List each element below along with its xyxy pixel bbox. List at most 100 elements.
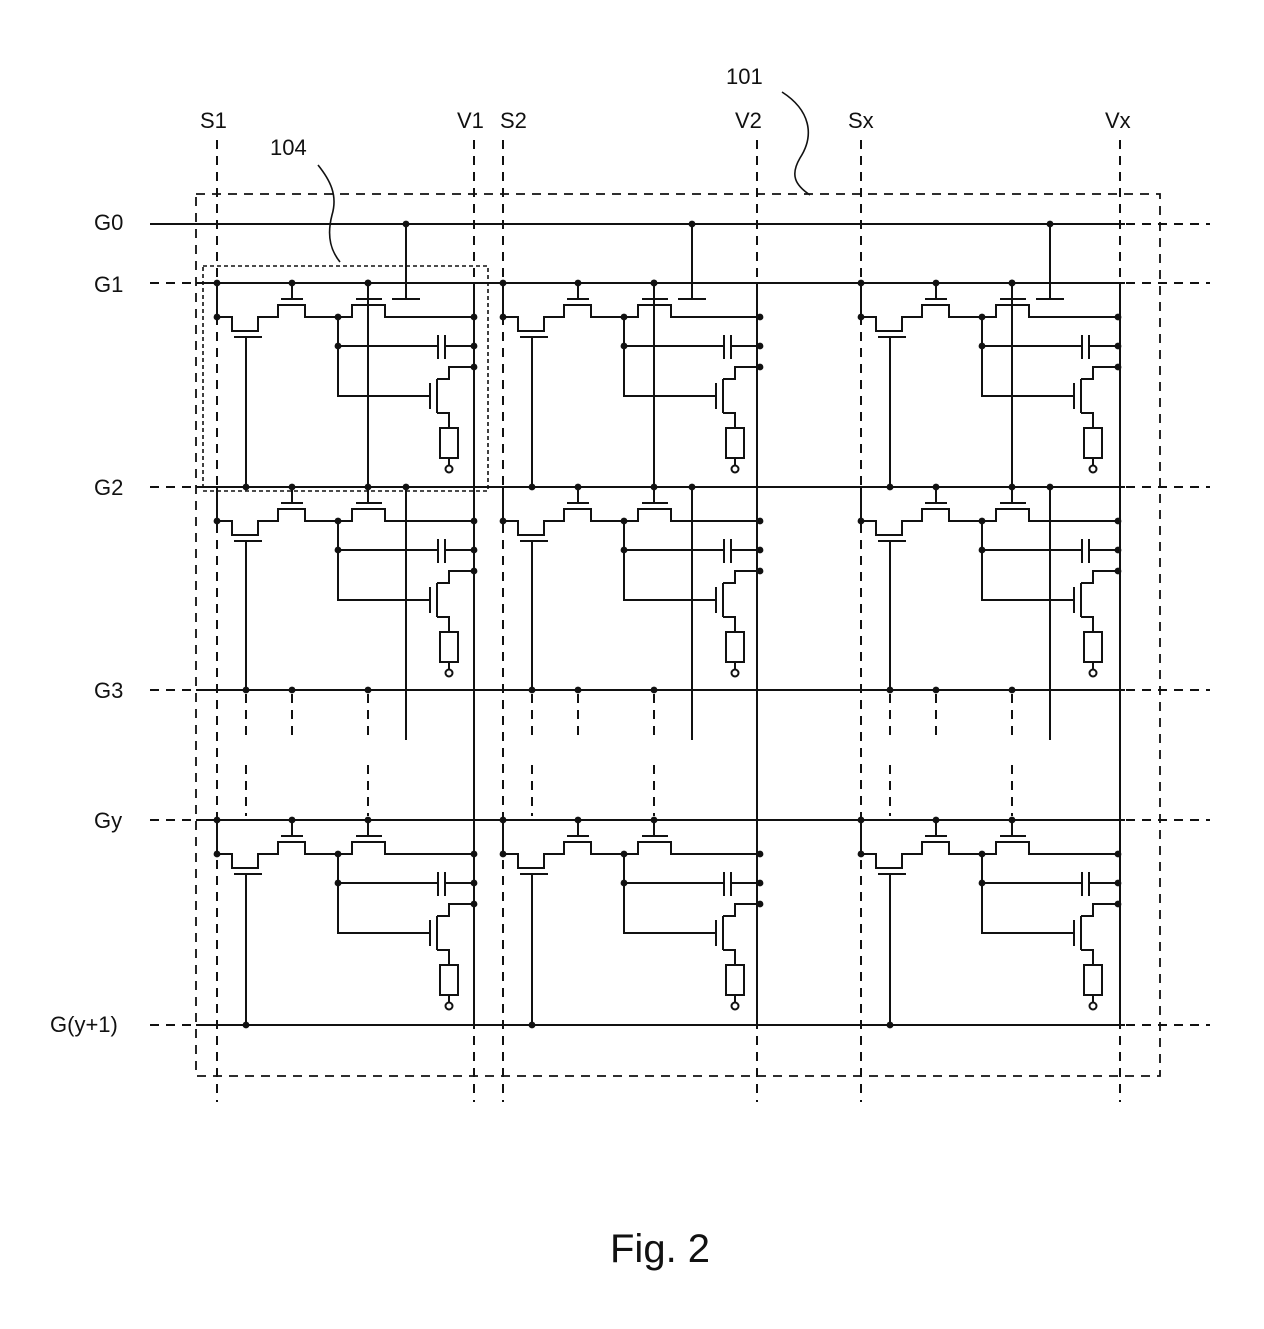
junction-dot — [621, 851, 628, 858]
ground-terminal — [1090, 466, 1097, 473]
wire-68 — [624, 317, 716, 396]
wire-25 — [338, 521, 430, 600]
wire-7 — [338, 317, 430, 396]
junction-dot — [979, 518, 986, 525]
junction-dot — [1009, 484, 1016, 491]
junction-dot — [471, 851, 478, 858]
circuit-wiring — [150, 140, 1210, 1102]
junction-dot — [858, 280, 865, 287]
gate-line-label-g0: G0 — [94, 210, 123, 235]
wire-33 — [437, 617, 449, 632]
wire-101 — [624, 842, 760, 854]
junction-dot — [365, 817, 372, 824]
wire-75 — [723, 367, 760, 379]
gate-line-label-gy1: G(y+1) — [50, 1012, 118, 1037]
junction-dot — [757, 851, 764, 858]
wire-15 — [437, 413, 449, 428]
junction-dot — [471, 314, 478, 321]
junction-dot — [621, 314, 628, 321]
junction-dot — [575, 484, 582, 491]
junction-dot — [471, 518, 478, 525]
junction-dot — [1115, 880, 1122, 887]
wire-43 — [338, 854, 430, 933]
ground-terminal — [446, 466, 453, 473]
junction-dot — [335, 343, 342, 350]
junction-dot — [858, 518, 865, 525]
junction-dot — [575, 280, 582, 287]
wire-158 — [861, 842, 982, 868]
junction-dot — [933, 817, 940, 824]
light-emitting-element — [726, 428, 744, 458]
junction-dot — [365, 484, 372, 491]
gate-line-label-g1: G1 — [94, 272, 123, 297]
light-emitting-element — [440, 428, 458, 458]
wire-129 — [982, 317, 1074, 396]
junction-dot — [1009, 280, 1016, 287]
source-line-label-s1: S1 — [200, 108, 227, 133]
junction-dot — [757, 343, 764, 350]
junction-dot — [289, 817, 296, 824]
junction-dot — [335, 880, 342, 887]
wire-86 — [624, 521, 716, 600]
gate-line-label-g2: G2 — [94, 475, 123, 500]
light-emitting-element — [726, 632, 744, 662]
gate-line-label-g3: G3 — [94, 678, 123, 703]
junction-dot — [979, 343, 986, 350]
ground-terminal — [732, 466, 739, 473]
wire-155 — [1081, 617, 1093, 632]
wire-112 — [723, 950, 735, 965]
light-emitting-element — [1084, 632, 1102, 662]
wire-136 — [1081, 367, 1118, 379]
junction-dot — [365, 687, 372, 694]
junction-dot — [471, 880, 478, 887]
junction-dot — [651, 484, 658, 491]
junction-dot — [1115, 343, 1122, 350]
junction-dot — [757, 568, 764, 575]
junction-dot — [243, 484, 250, 491]
junction-dot — [621, 343, 628, 350]
junction-dot — [1115, 547, 1122, 554]
wire-165 — [982, 854, 1074, 933]
wire-173 — [1081, 950, 1093, 965]
junction-dot — [500, 817, 507, 824]
wire-172 — [1081, 904, 1118, 916]
junction-dot — [1115, 851, 1122, 858]
junction-dot — [1009, 687, 1016, 694]
leader-line-104 — [318, 165, 340, 262]
junction-dot — [933, 484, 940, 491]
reference-numeral-104: 104 — [270, 135, 307, 160]
wire-140 — [861, 509, 982, 535]
junction-dot — [214, 280, 221, 287]
junction-dot — [214, 817, 221, 824]
leader-line-101 — [782, 92, 810, 195]
light-emitting-element — [726, 965, 744, 995]
wire-122 — [861, 305, 982, 331]
wire-14 — [437, 367, 474, 379]
junction-dot — [757, 880, 764, 887]
junction-dot — [757, 518, 764, 525]
junction-dot — [471, 568, 478, 575]
junction-dot — [933, 280, 940, 287]
power-line-label-v1: V1 — [457, 108, 484, 133]
junction-dot — [887, 687, 894, 694]
wire-111 — [723, 904, 760, 916]
junction-dot — [651, 687, 658, 694]
source-line-label-sx: Sx — [848, 108, 874, 133]
junction-dot — [575, 817, 582, 824]
junction-dot — [757, 364, 764, 371]
junction-dot — [471, 547, 478, 554]
junction-dot — [858, 817, 865, 824]
junction-dot — [887, 1022, 894, 1029]
junction-dot — [500, 518, 507, 525]
wire-0 — [217, 305, 338, 331]
source-line-label-s2: S2 — [500, 108, 527, 133]
junction-dot — [621, 880, 628, 887]
junction-dot — [979, 314, 986, 321]
wire-50 — [437, 904, 474, 916]
junction-dot — [1115, 901, 1122, 908]
wire-154 — [1081, 571, 1118, 583]
junction-dot — [471, 901, 478, 908]
wire-162 — [982, 842, 1118, 854]
figure-caption: Fig. 2 — [610, 1227, 710, 1271]
